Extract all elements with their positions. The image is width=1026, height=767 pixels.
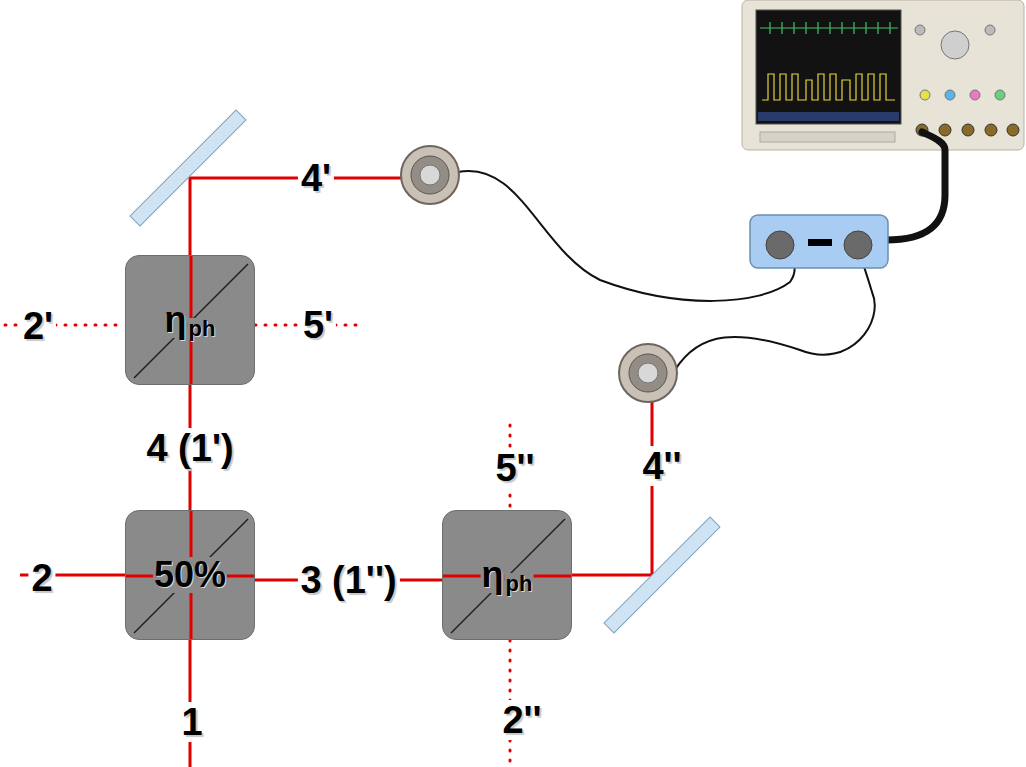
bnc-connector — [985, 124, 997, 136]
oscilloscope-knob — [985, 25, 995, 35]
photodetector — [401, 146, 459, 204]
port-label: 1 — [178, 702, 205, 742]
beam-label: 4 (1') — [143, 428, 236, 468]
port-label: 4' — [298, 158, 334, 198]
laser-beam — [572, 400, 652, 575]
detector-window — [638, 363, 658, 383]
cable — [458, 171, 795, 301]
port-label: 5' — [300, 305, 336, 345]
input-socket — [766, 231, 794, 259]
oscilloscope-screen — [756, 10, 901, 124]
oscilloscope-status-bar — [758, 112, 899, 121]
beam-splitter: ηph — [442, 510, 572, 640]
beam-splitter: 50% — [125, 510, 255, 640]
symbol-subscript: ph — [505, 573, 534, 595]
symbol-subscript: ph — [188, 318, 217, 340]
port-label: 2'' — [499, 700, 544, 740]
splitter-surface — [451, 519, 565, 633]
detector-ring — [411, 156, 449, 194]
splitter-surface — [134, 519, 248, 633]
detector-housing — [619, 344, 677, 402]
port-label: 2' — [20, 306, 56, 346]
component-symbol: η — [481, 557, 505, 593]
node-text: ηph — [164, 302, 217, 338]
oscilloscope-knob — [945, 90, 955, 100]
signal-cable — [886, 132, 945, 240]
oscilloscope-trace — [760, 22, 898, 34]
oscilloscope-knob — [920, 90, 930, 100]
component-symbol: 50% — [153, 557, 227, 593]
port-label: 2 — [28, 558, 55, 598]
mirror — [130, 110, 246, 226]
node-text: 50% — [153, 557, 227, 593]
oscilloscope-buttons — [760, 132, 895, 142]
minus-sign — [808, 239, 832, 246]
output-socket — [844, 231, 872, 259]
detector-window — [420, 165, 440, 185]
oscilloscope-knob — [970, 90, 980, 100]
photodetector — [619, 344, 677, 402]
detector-housing — [401, 146, 459, 204]
port-label: 4'' — [639, 446, 684, 486]
oscilloscope — [742, 0, 1024, 150]
mirror — [604, 517, 720, 633]
beam-label: 3 (1'') — [297, 560, 399, 600]
oscilloscope-trace — [762, 74, 895, 100]
port-label: 5'' — [492, 448, 537, 488]
node-text: ηph — [481, 557, 534, 593]
oscilloscope-knob — [995, 90, 1005, 100]
bnc-connector — [962, 124, 974, 136]
oscilloscope-knob — [941, 31, 969, 59]
bnc-connector — [1007, 124, 1019, 136]
splitter-surface — [134, 264, 248, 378]
detector-ring — [629, 354, 667, 392]
subtractor-box — [750, 215, 888, 268]
oscilloscope-knob — [915, 25, 925, 35]
bnc-connector — [939, 124, 951, 136]
component-symbol: η — [164, 302, 188, 338]
beam-splitter: ηph — [125, 255, 255, 385]
oscilloscope-body — [742, 0, 1024, 150]
